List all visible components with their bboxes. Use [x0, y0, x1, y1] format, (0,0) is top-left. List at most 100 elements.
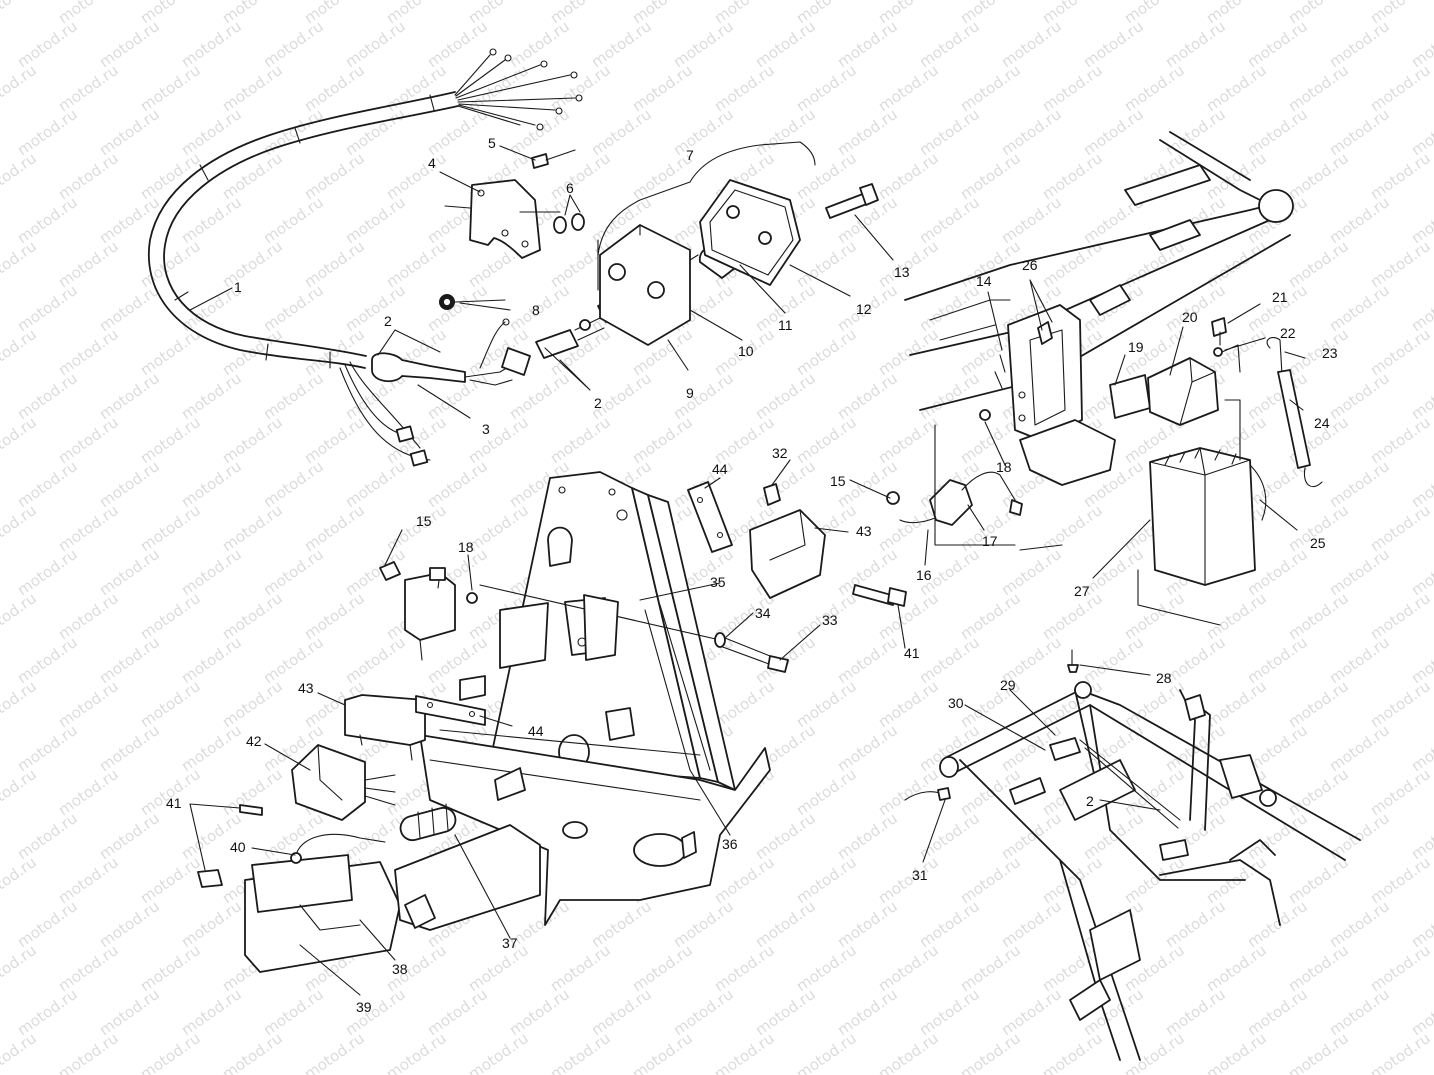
callout-25: 25 — [1310, 535, 1326, 551]
watermark-text: motod.ru — [137, 61, 204, 115]
callout-4: 4 — [428, 155, 436, 171]
watermark-text: motod.ru — [1367, 413, 1434, 467]
callout-41: 41 — [166, 795, 182, 811]
watermark-text: motod.ru — [1244, 985, 1311, 1039]
callout-6: 6 — [566, 180, 574, 196]
callout-44: 44 — [528, 723, 544, 739]
watermark-text: motod.ru — [137, 325, 204, 379]
watermark-text: motod.ru — [55, 325, 122, 379]
watermark-text: motod.ru — [1367, 677, 1434, 731]
watermark-text: motod.ru — [1326, 17, 1393, 71]
watermark-text: motod.ru — [547, 149, 614, 203]
watermark-text: motod.ru — [1285, 1029, 1352, 1075]
callout-44: 44 — [712, 461, 728, 477]
callout-39: 39 — [356, 999, 372, 1015]
callout-43: 43 — [298, 680, 314, 696]
watermark-text: motod.ru — [1121, 1029, 1188, 1075]
watermark-text: motod.ru — [178, 985, 245, 1039]
watermark-text: motod.ru — [916, 985, 983, 1039]
watermark-text: motod.ru — [916, 633, 983, 687]
watermark-text: motod.ru — [998, 897, 1065, 951]
watermark-text: motod.ru — [547, 413, 614, 467]
watermark-text: motod.ru — [424, 985, 491, 1039]
watermark-text: motod.ru — [1367, 325, 1434, 379]
watermark-text: motod.ru — [588, 105, 655, 159]
watermark-text: motod.ru — [0, 941, 40, 995]
callout-2: 2 — [384, 313, 392, 329]
watermark-text: motod.ru — [711, 1029, 778, 1075]
watermark-text: motod.ru — [55, 1029, 122, 1075]
watermark-text: motod.ru — [219, 237, 286, 291]
watermark-text: motod.ru — [1039, 677, 1106, 731]
callout-15: 15 — [416, 513, 432, 529]
watermark-text: motod.ru — [342, 633, 409, 687]
watermark-text: motod.ru — [875, 413, 942, 467]
watermark-text: motod.ru — [14, 633, 81, 687]
callout-1: 1 — [234, 279, 242, 295]
watermark-text: motod.ru — [506, 369, 573, 423]
watermark-text: motod.ru — [629, 1029, 696, 1075]
watermark-text: motod.ru — [1121, 237, 1188, 291]
watermark-text: motod.ru — [1121, 589, 1188, 643]
watermark-text: motod.ru — [465, 1029, 532, 1075]
watermark-text: motod.ru — [506, 105, 573, 159]
watermark-text: motod.ru — [55, 853, 122, 907]
callout-33: 33 — [822, 612, 838, 628]
watermark-text: motod.ru — [629, 61, 696, 115]
watermark-text: motod.ru — [1326, 369, 1393, 423]
callout-28: 28 — [1156, 670, 1172, 686]
watermark-text: motod.ru — [301, 589, 368, 643]
watermark-text: motod.ru — [0, 0, 40, 27]
watermark-text: motod.ru — [465, 501, 532, 555]
callout-21: 21 — [1272, 289, 1288, 305]
watermark-text: motod.ru — [793, 765, 860, 819]
watermark-text: motod.ru — [383, 61, 450, 115]
watermark-text: motod.ru — [670, 985, 737, 1039]
watermark-text: motod.ru — [711, 61, 778, 115]
watermark-text: motod.ru — [14, 897, 81, 951]
watermark-text: motod.ru — [547, 61, 614, 115]
watermark-text: motod.ru — [957, 589, 1024, 643]
watermark-text: motod.ru — [383, 1029, 450, 1075]
watermark-text: motod.ru — [834, 809, 901, 863]
watermark-text: motod.ru — [0, 1029, 40, 1075]
watermark-text: motod.ru — [14, 105, 81, 159]
watermark-text: motod.ru — [1244, 105, 1311, 159]
watermark-text: motod.ru — [0, 149, 40, 203]
watermark-text: motod.ru — [957, 61, 1024, 115]
watermark-text: motod.ru — [178, 369, 245, 423]
watermark-text: motod.ru — [629, 941, 696, 995]
watermark-text: motod.ru — [301, 149, 368, 203]
watermark-text: motod.ru — [834, 721, 901, 775]
watermark-text: motod.ru — [588, 985, 655, 1039]
watermark-text: motod.ru — [1367, 61, 1434, 115]
watermark-text: motod.ru — [137, 589, 204, 643]
watermark-text: motod.ru — [1367, 501, 1434, 555]
watermark-text: motod.ru — [178, 457, 245, 511]
watermark-text: motod.ru — [1080, 633, 1147, 687]
watermark-text: motod.ru — [424, 281, 491, 335]
watermark-text: motod.ru — [1326, 633, 1393, 687]
watermark-text: motod.ru — [178, 545, 245, 599]
watermark-text: motod.ru — [1285, 237, 1352, 291]
watermark-text: motod.ru — [55, 677, 122, 731]
watermark-text: motod.ru — [1326, 193, 1393, 247]
callout-20: 20 — [1182, 309, 1198, 325]
watermark-text: motod.ru — [752, 17, 819, 71]
watermark-text: motod.ru — [1203, 589, 1270, 643]
watermark-text: motod.ru — [260, 545, 327, 599]
callout-16: 16 — [916, 567, 932, 583]
watermark-text: motod.ru — [1203, 61, 1270, 115]
watermark-text: motod.ru — [834, 985, 901, 1039]
watermark-text: motod.ru — [793, 853, 860, 907]
callout-2: 2 — [594, 395, 602, 411]
watermark-text: motod.ru — [1203, 677, 1270, 731]
watermark-text: motod.ru — [0, 237, 40, 291]
watermark-text: motod.ru — [1121, 677, 1188, 731]
watermark-text: motod.ru — [260, 105, 327, 159]
watermark-text: motod.ru — [96, 809, 163, 863]
watermark-text: motod.ru — [1326, 105, 1393, 159]
watermark-text: motod.ru — [137, 853, 204, 907]
watermark-text: motod.ru — [14, 17, 81, 71]
watermark-text: motod.ru — [137, 501, 204, 555]
